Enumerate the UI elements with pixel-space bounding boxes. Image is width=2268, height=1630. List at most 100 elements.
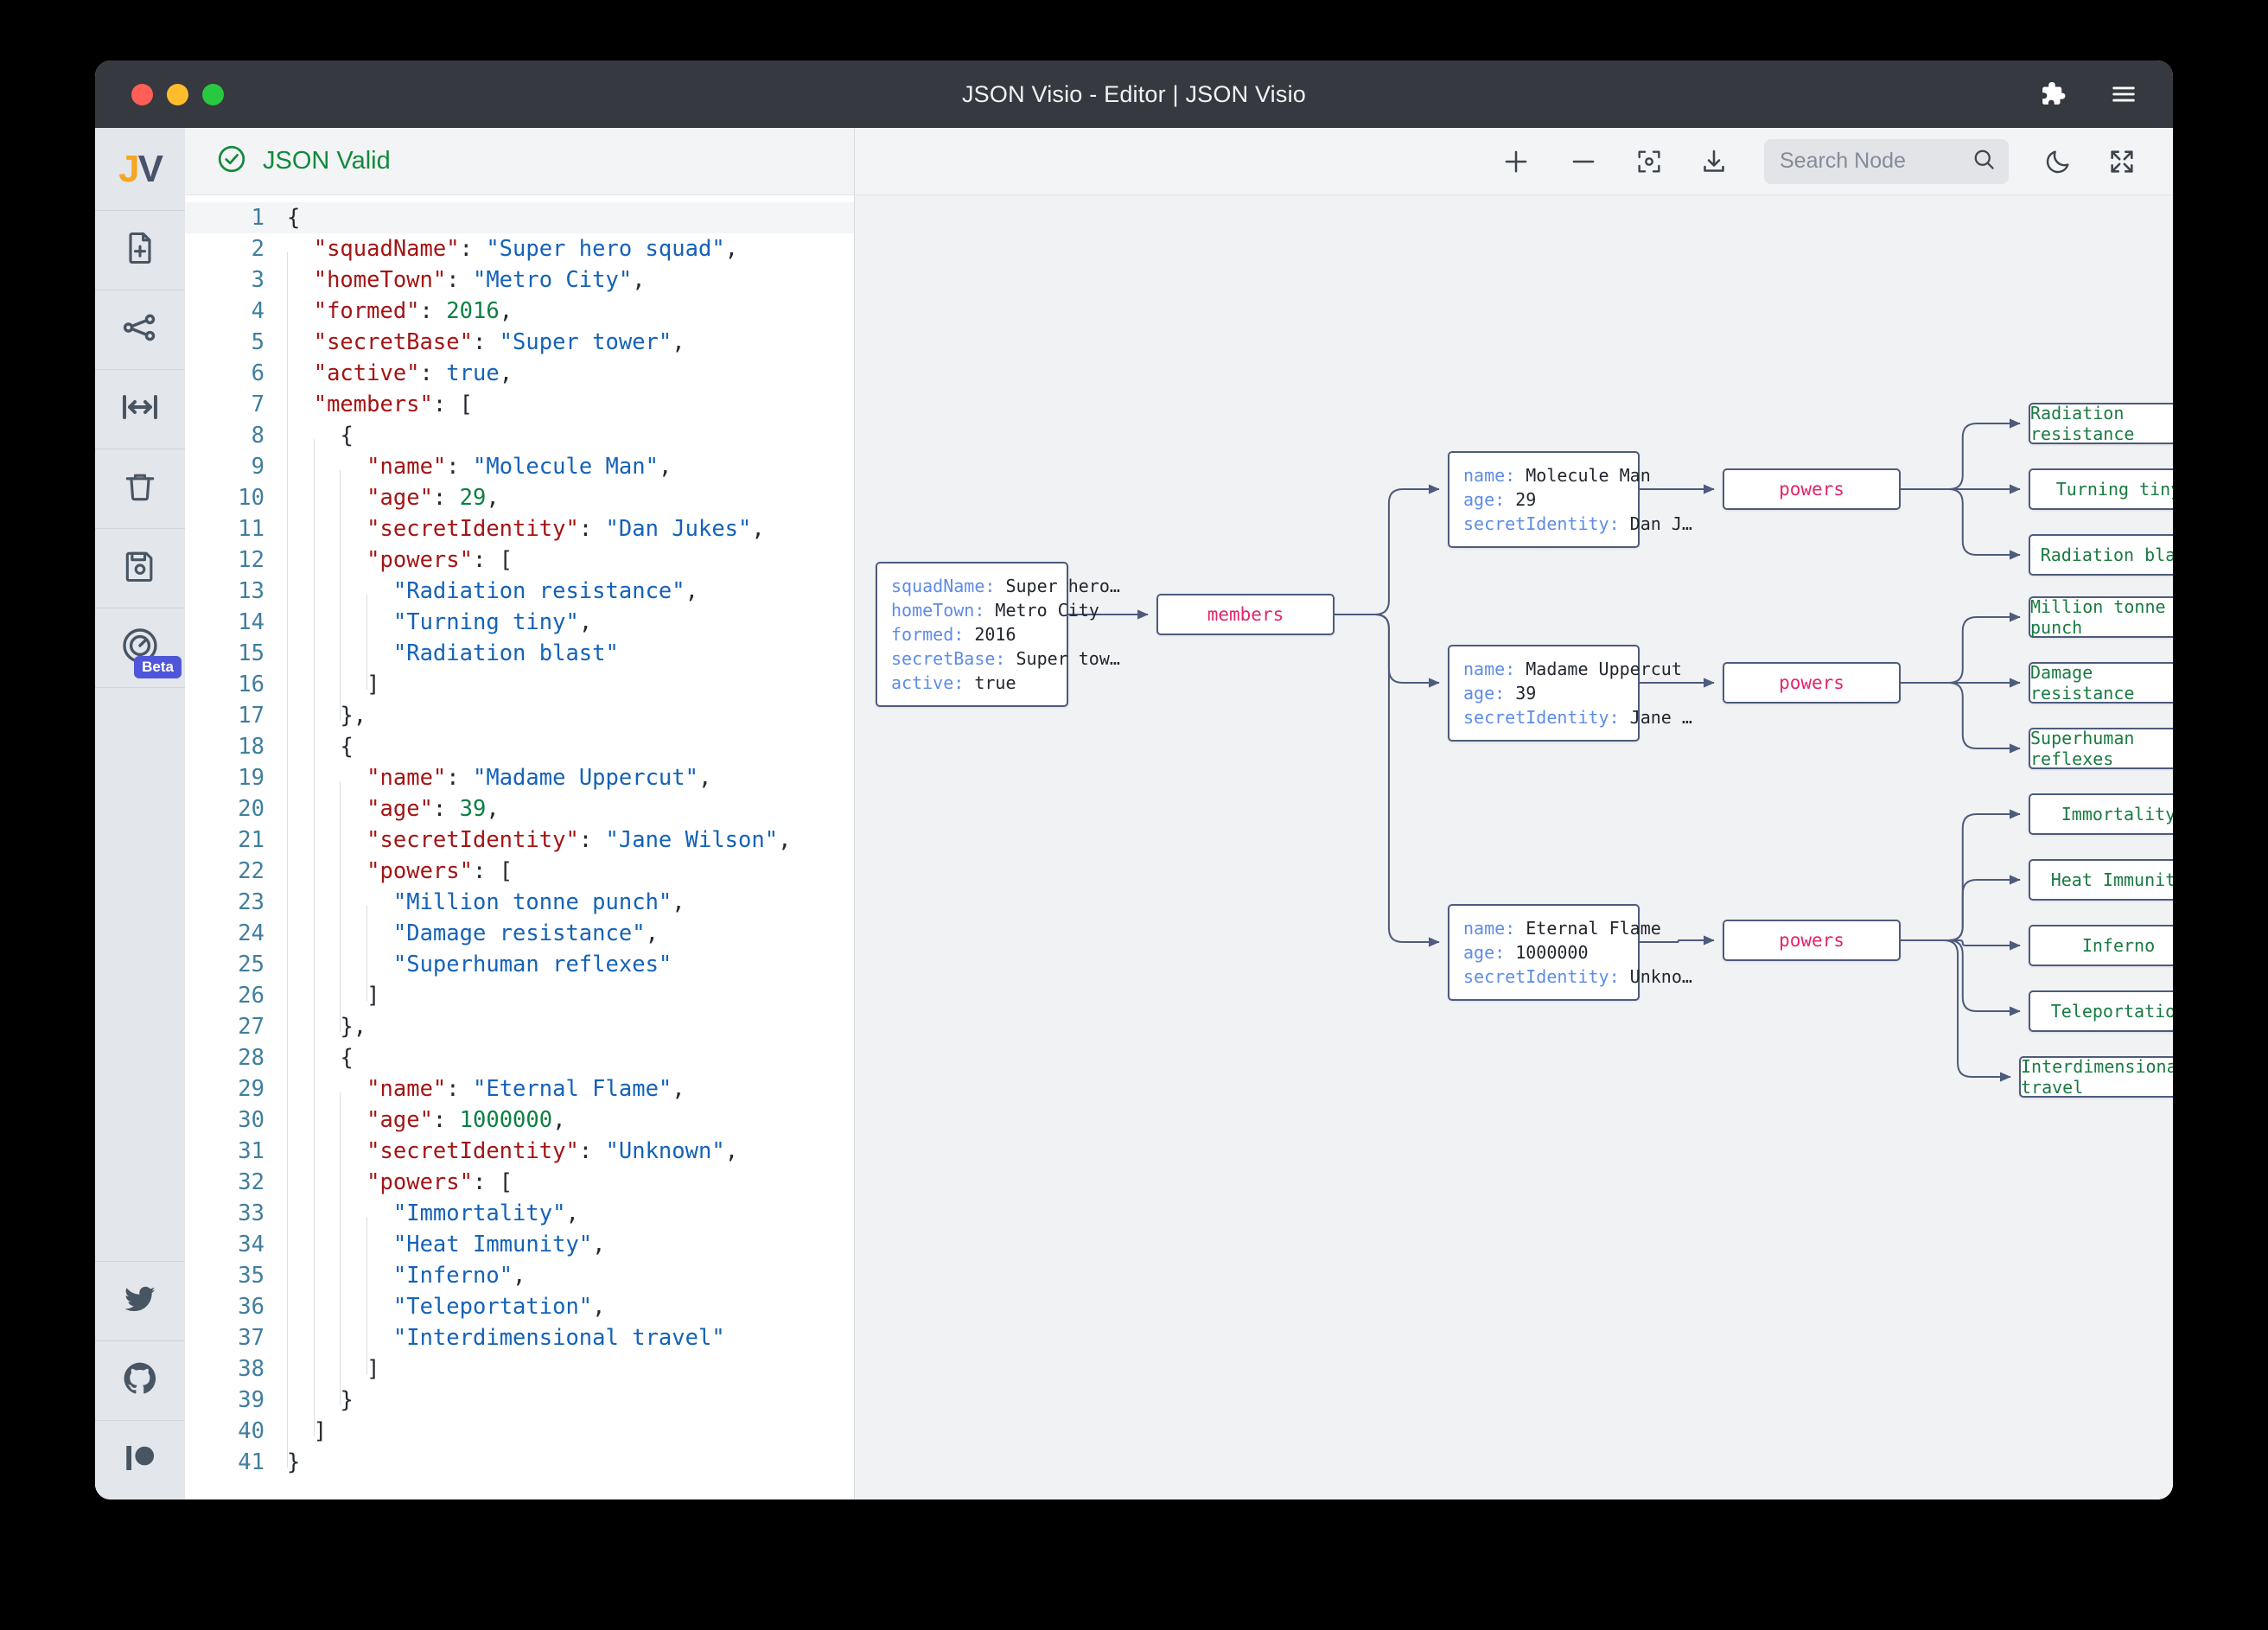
code-line: 5 "secretBase": "Super tower", <box>185 327 854 379</box>
code-token: : <box>446 267 473 293</box>
line-number: 41 <box>238 1449 264 1475</box>
graph-node-parent[interactable]: members <box>1156 594 1335 635</box>
code-token: "Metro City" <box>472 267 633 293</box>
sidebar-item-expand-width[interactable] <box>95 370 185 449</box>
sidebar-item-save[interactable] <box>95 529 185 608</box>
fullscreen-icon[interactable] <box>2107 147 2137 176</box>
code-editor[interactable]: 1{2 "squadName": "Super hero squad",3 "h… <box>185 195 854 1499</box>
code-token: , <box>698 765 712 791</box>
code-token: "Dan Jukes" <box>605 516 752 542</box>
code-token: , <box>685 578 698 604</box>
maximize-button[interactable] <box>202 83 224 105</box>
graph-node-leaf[interactable]: Damage resistance <box>2029 662 2173 704</box>
code-text: "Radiation resistance", <box>287 576 854 627</box>
code-text: }, <box>287 700 854 752</box>
graph-node-parent[interactable]: powers <box>1723 920 1901 961</box>
line-number: 40 <box>238 1418 264 1444</box>
node-label: Superhuman reflexes <box>2030 728 2135 769</box>
code-token: "Inferno" <box>392 1263 513 1289</box>
code-token: "formed" <box>313 298 420 324</box>
graph-node-leaf[interactable]: Interdimensional travel <box>2019 1056 2173 1098</box>
node-label: Interdimensional travel <box>2021 1056 2173 1098</box>
code-token: "Molecule Man" <box>473 454 659 480</box>
puzzle-icon[interactable] <box>2038 80 2067 109</box>
code-line: 36 "Teleportation", <box>185 1291 854 1343</box>
zoom-out-button[interactable] <box>1567 145 1600 178</box>
line-number: 20 <box>238 796 264 822</box>
node-label: Radiation resistance <box>2030 403 2135 444</box>
graph-node-leaf[interactable]: Million tonne punch <box>2029 596 2173 638</box>
line-number: 37 <box>238 1325 264 1351</box>
line-number: 26 <box>238 983 264 1009</box>
graph-node-leaf[interactable]: Superhuman reflexes <box>2029 728 2173 769</box>
code-text: "formed": 2016, <box>287 296 854 347</box>
minimize-button[interactable] <box>167 83 188 105</box>
patreon-icon <box>122 1440 158 1480</box>
graph-node-leaf[interactable]: Teleportation <box>2029 990 2173 1032</box>
code-text: { <box>287 420 854 472</box>
code-line: 1{ <box>185 202 854 233</box>
graph-node-leaf[interactable]: Radiation resistance <box>2029 403 2173 444</box>
code-line: 8 { <box>185 420 854 472</box>
graph-node-leaf[interactable]: Turning tiny <box>2029 468 2173 510</box>
graph-edge <box>1901 875 2021 941</box>
code-token: , <box>672 1076 685 1102</box>
node-row: secretIdentity: Jane … <box>1463 705 1692 729</box>
sidebar-item-share-graph[interactable] <box>95 290 185 370</box>
code-line: 24 "Damage resistance", <box>185 918 854 970</box>
node-key: age: <box>1463 489 1516 510</box>
hamburger-menu-icon[interactable] <box>2109 80 2138 109</box>
graph-node-leaf[interactable]: Radiation blast <box>2029 534 2173 576</box>
sidebar-item-delete[interactable] <box>95 449 185 529</box>
graph-node-leaf[interactable]: Inferno <box>2029 925 2173 966</box>
sidebar-item-patreon[interactable] <box>95 1420 185 1499</box>
code-text: "name": "Madame Uppercut", <box>287 762 854 814</box>
zoom-in-button[interactable] <box>1500 145 1532 178</box>
line-number: 29 <box>238 1076 264 1102</box>
code-token: "active" <box>313 360 420 386</box>
code-line: 9 "name": "Molecule Man", <box>185 451 854 503</box>
search-input[interactable] <box>1780 149 1962 174</box>
line-number: 38 <box>238 1356 264 1382</box>
code-token: "powers" <box>366 547 473 573</box>
sidebar-item-new-document[interactable] <box>95 211 185 290</box>
code-token: "powers" <box>366 858 473 884</box>
line-number: 22 <box>238 858 264 884</box>
line-number: 31 <box>238 1138 264 1164</box>
code-token: "Immortality" <box>392 1200 566 1226</box>
code-token: : <box>419 298 447 324</box>
code-line: 31 "secretIdentity": "Unknown", <box>185 1136 854 1187</box>
graph-node-parent[interactable]: powers <box>1723 662 1901 704</box>
sidebar-item-github[interactable] <box>95 1340 185 1420</box>
graph-node-leaf[interactable]: Immortality <box>2029 793 2173 835</box>
code-text: "Superhuman reflexes" <box>287 949 854 1001</box>
code-token: [ <box>459 392 473 417</box>
graph-node-leaf[interactable]: Heat Immunity <box>2029 859 2173 901</box>
sidebar-item-twitter[interactable] <box>95 1261 185 1340</box>
graph-node-object[interactable]: squadName: Super hero…homeTown: Metro Ci… <box>876 562 1120 707</box>
code-token: : <box>472 329 500 355</box>
moon-icon[interactable] <box>2043 147 2073 176</box>
code-token: , <box>751 516 765 542</box>
node-key: homeTown: <box>891 600 996 621</box>
graph-edge <box>1901 809 2021 941</box>
node-label: Million tonne punch <box>2030 596 2166 638</box>
search-icon[interactable] <box>1971 146 1997 176</box>
node-row: formed: 2016 <box>891 622 1054 646</box>
graph-node-parent[interactable]: powers <box>1723 468 1901 510</box>
search-node-box[interactable] <box>1764 138 2009 184</box>
sidebar-item-pro-gauge[interactable]: Beta <box>95 608 185 688</box>
close-button[interactable] <box>131 83 153 105</box>
code-token: "powers" <box>366 1169 473 1195</box>
code-token: "Interdimensional travel" <box>392 1325 725 1351</box>
graph-canvas[interactable]: squadName: Super hero…homeTown: Metro Ci… <box>855 195 2173 1499</box>
center-focus-icon[interactable] <box>1634 147 1664 176</box>
code-token: : <box>459 236 487 262</box>
code-token: } <box>340 1387 354 1413</box>
line-number: 32 <box>238 1169 264 1195</box>
download-icon[interactable] <box>1698 146 1730 177</box>
